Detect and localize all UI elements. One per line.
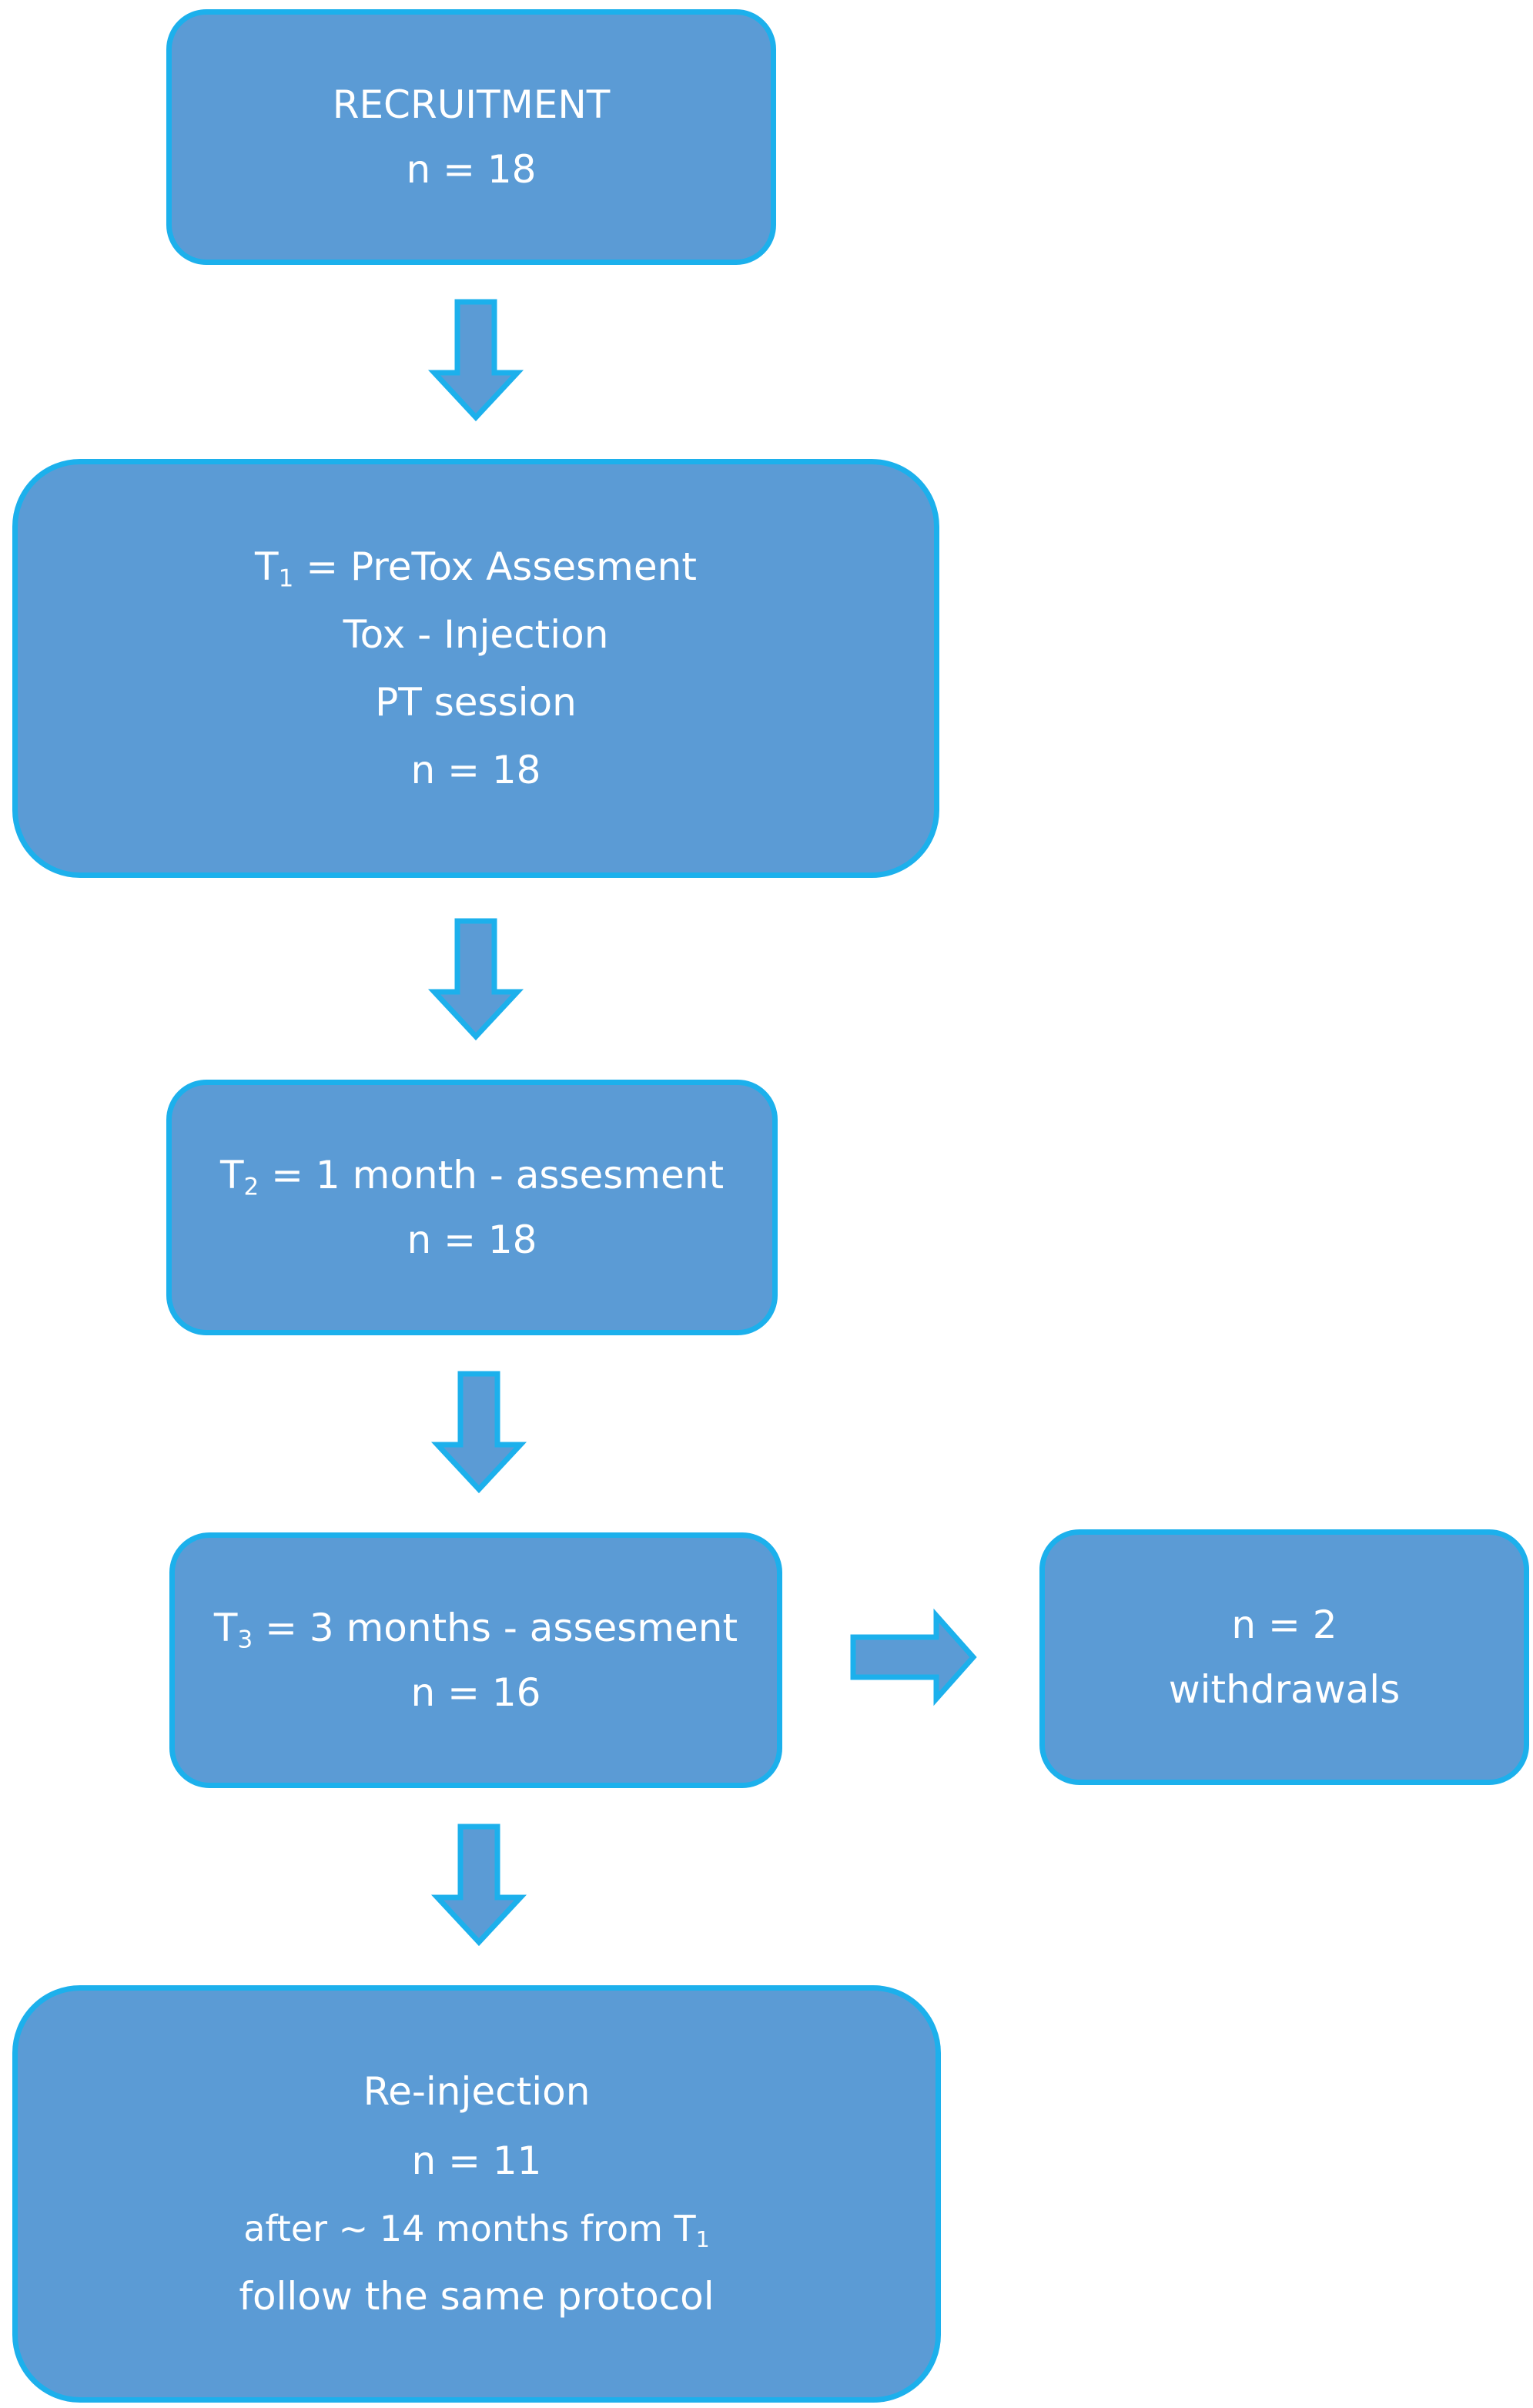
t3-label-prefix: T (213, 1606, 238, 1650)
arrow-down-t2-to-t3 (430, 1371, 527, 1494)
reinjection-title: Re-injection (363, 2069, 591, 2114)
t3-count: n = 16 (410, 1670, 541, 1715)
t2-assessment-box: T2 = 1 month - assesment n = 18 (166, 1080, 778, 1335)
t1-label-subscript: 1 (278, 564, 294, 593)
reinjection-box: Re-injection n = 11 after ~ 14 months fr… (12, 1985, 941, 2403)
t3-assessment-box: T3 = 3 months - assesment n = 16 (169, 1532, 782, 1788)
reinjection-timing: after ~ 14 months from T1 (243, 2208, 710, 2251)
reinjection-protocol-line: follow the same protocol (239, 2274, 715, 2319)
reinjection-timing-text: after ~ 14 months from T (243, 2208, 696, 2249)
t1-label-rest: = PreTox Assesment (293, 544, 697, 589)
arrow-down-t3-to-reinjection (430, 1824, 527, 1947)
t2-label-rest: = 1 month - assesment (259, 1153, 725, 1197)
t3-label-rest: = 3 months - assesment (253, 1606, 738, 1650)
t3-label-subscript: 3 (237, 1626, 253, 1654)
withdrawals-box: n = 2 withdrawals (1039, 1529, 1529, 1785)
t1-count: n = 18 (410, 748, 541, 792)
withdrawals-count: n = 2 (1231, 1603, 1337, 1647)
arrow-right-t3-to-withdrawals (850, 1608, 977, 1706)
reinjection-timing-subscript: 1 (695, 2226, 710, 2252)
t2-label: T2 = 1 month - assesment (219, 1153, 725, 1199)
t1-label-prefix: T (255, 544, 279, 589)
withdrawals-label: withdrawals (1168, 1667, 1401, 1712)
reinjection-count: n = 11 (411, 2138, 542, 2183)
arrow-down-recruitment-to-t1 (427, 299, 524, 422)
t1-label: T1 = PreTox Assesment (255, 548, 697, 591)
t1-pretox-box: T1 = PreTox Assesment Tox - Injection PT… (12, 459, 939, 878)
recruitment-count: n = 18 (406, 147, 537, 192)
recruitment-title: RECRUITMENT (332, 82, 611, 127)
t2-count: n = 18 (407, 1217, 537, 1262)
t3-label: T3 = 3 months - assesment (213, 1606, 738, 1652)
recruitment-box: RECRUITMENT n = 18 (166, 9, 776, 265)
t2-label-prefix: T (219, 1153, 244, 1197)
t1-injection-line: Tox - Injection (343, 612, 609, 657)
t1-pt-session-line: PT session (375, 680, 577, 725)
t2-label-subscript: 2 (243, 1173, 259, 1201)
arrow-down-t1-to-t2 (427, 918, 524, 1041)
